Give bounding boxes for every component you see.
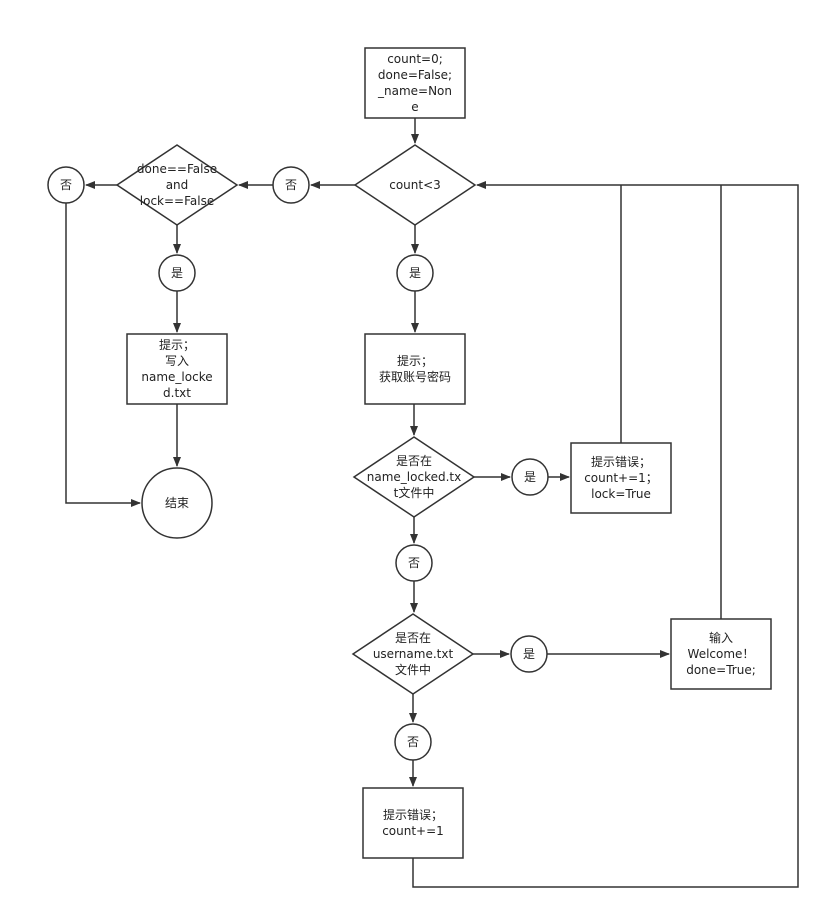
no-user-label: 否	[406, 735, 419, 749]
yes-locked-label: 是	[523, 470, 536, 484]
user-error-box	[362, 787, 464, 859]
no-count-label: 否	[284, 178, 297, 192]
user-file-check-label: 是否在 username.txt 文件中	[372, 631, 454, 677]
welcome-box	[670, 618, 772, 690]
yes-lock-label: 是	[170, 266, 183, 280]
yes-count-label: 是	[408, 266, 421, 280]
edge-user-error-loop	[412, 181, 799, 888]
count-check-label: count<3	[389, 178, 441, 192]
end-label: 结束	[164, 496, 189, 510]
yes-user-label: 是	[522, 647, 535, 661]
locked-error-label: 提示错误； count+=1； lock=True	[584, 455, 658, 501]
edge-no-lock-to-end	[65, 203, 141, 507]
locked-file-check-label: 是否在 name_locked.tx t文件中	[366, 454, 462, 500]
lock-check-label: done==False and lock==False	[136, 162, 218, 208]
init-box	[364, 47, 466, 119]
prompt-input-box	[364, 333, 466, 405]
user-error-label: 提示错误； count+=1	[382, 808, 444, 838]
lock-write-label: 提示； 写入 name_locke d.txt	[141, 338, 213, 400]
init-label: count=0; done=False; _name=Non e	[377, 52, 453, 114]
prompt-input-label: 提示； 获取账号密码	[378, 354, 451, 384]
no-lock-label: 否	[59, 178, 72, 192]
end-circle	[141, 467, 213, 539]
no-locked-label: 否	[407, 556, 420, 570]
welcome-label: 输入 Welcome！ done=True;	[686, 631, 756, 677]
locked-error-box	[570, 442, 672, 514]
